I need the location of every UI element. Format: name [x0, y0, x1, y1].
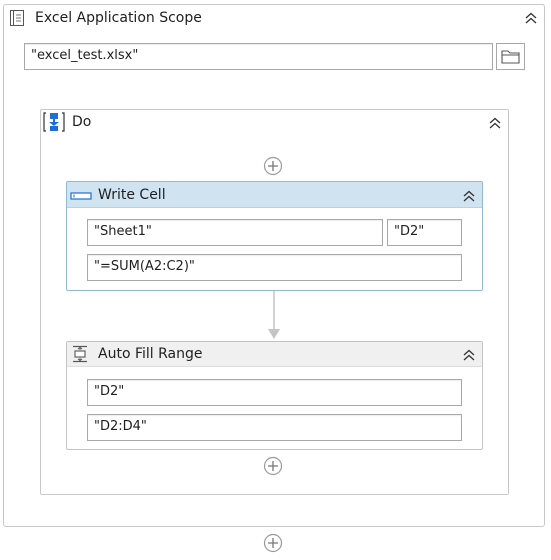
write-cell-icon	[70, 188, 92, 202]
collapse-sequence-icon[interactable]	[488, 116, 502, 130]
source-range-input[interactable]: "D2"	[87, 379, 462, 406]
add-activity-outside-icon[interactable]	[263, 533, 283, 553]
add-activity-bottom-icon[interactable]	[263, 456, 283, 476]
collapse-write-cell-icon[interactable]	[462, 189, 476, 203]
excel-scope-icon	[9, 9, 25, 27]
collapse-auto-fill-icon[interactable]	[462, 348, 476, 362]
auto-fill-range-title: Auto Fill Range	[98, 346, 203, 362]
destination-range-input[interactable]: "D2:D4"	[87, 414, 462, 441]
cell-input[interactable]: "D2"	[387, 219, 462, 246]
auto-fill-icon	[71, 345, 89, 363]
browse-folder-button[interactable]	[496, 43, 525, 70]
value-input[interactable]: "=SUM(A2:C2)"	[87, 254, 462, 281]
scope-title: Excel Application Scope	[35, 10, 202, 26]
write-cell-title: Write Cell	[98, 187, 166, 203]
sequence-title: Do	[72, 114, 92, 130]
sheet-name-input[interactable]: "Sheet1"	[87, 219, 383, 246]
collapse-scope-icon[interactable]	[524, 11, 538, 25]
sequence-icon	[43, 111, 65, 133]
workbook-path-input[interactable]: "excel_test.xlsx"	[24, 43, 493, 70]
write-cell-header[interactable]	[67, 182, 482, 208]
auto-fill-range-header[interactable]	[67, 342, 482, 367]
flow-connector-arrow	[265, 291, 283, 341]
folder-icon	[501, 50, 520, 64]
add-activity-top-icon[interactable]	[263, 156, 283, 176]
